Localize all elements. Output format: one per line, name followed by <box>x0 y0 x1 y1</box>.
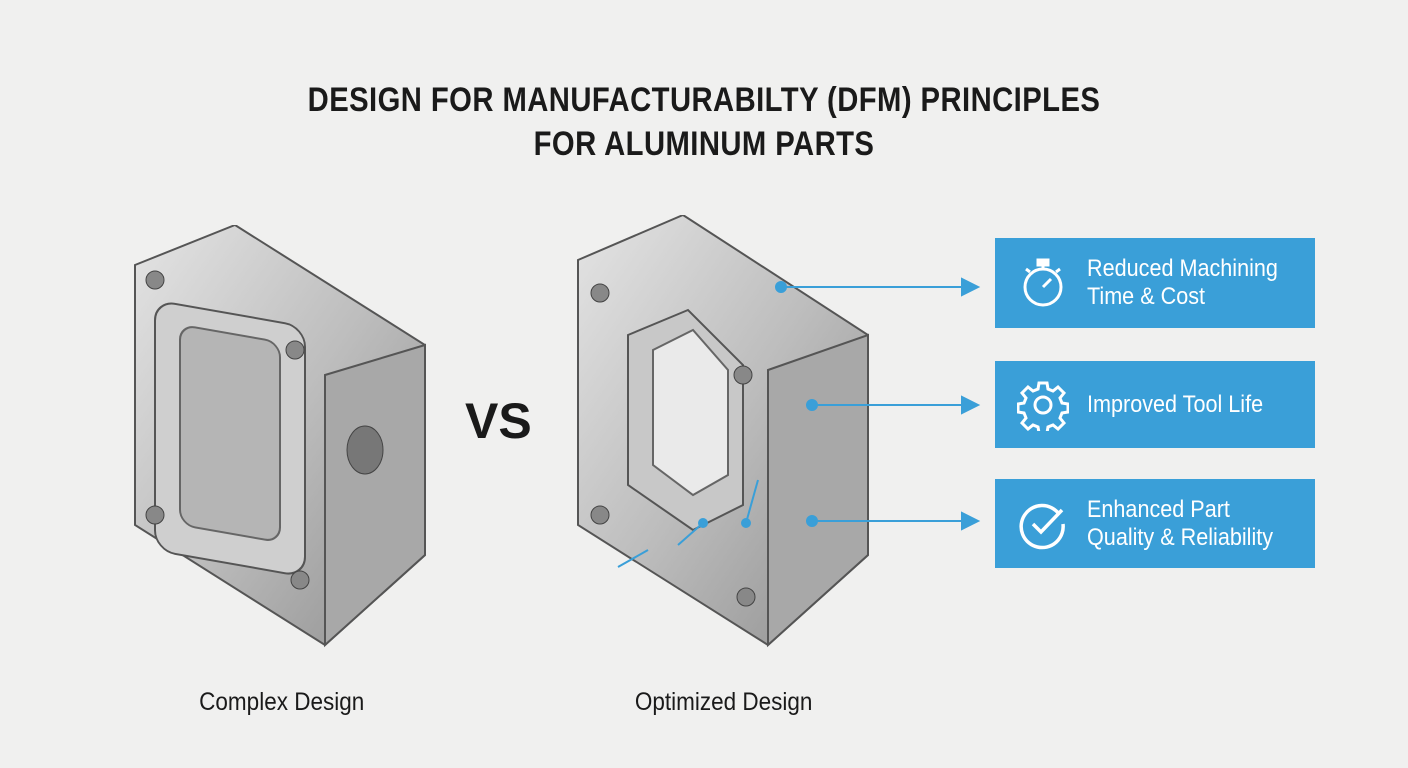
benefit-text: Enhanced Part Quality & Reliability <box>1087 496 1273 552</box>
benefit-card-machining: Reduced Machining Time & Cost <box>995 238 1315 328</box>
benefit-card-quality: Enhanced Part Quality & Reliability <box>995 479 1315 568</box>
benefit-line: Time & Cost <box>1087 283 1206 310</box>
benefit-line: Quality & Reliability <box>1087 523 1274 551</box>
stopwatch-icon <box>1023 258 1063 307</box>
page-title: DESIGN FOR MANUFACTURABILTY (DFM) PRINCI… <box>99 78 1310 166</box>
optimized-design-caption: Optimized Design <box>634 688 813 716</box>
title-line-1: DESIGN FOR MANUFACTURABILTY (DFM) PRINCI… <box>307 81 1101 119</box>
title-line-2: FOR ALUMINUM PARTS <box>533 125 875 163</box>
benefit-text: Improved Tool Life <box>1087 391 1263 419</box>
gear-icon <box>1017 381 1069 431</box>
benefit-line: Reduced Machining <box>1087 255 1278 282</box>
complex-design-caption: Complex Design <box>199 688 365 716</box>
benefit-text: Reduced Machining Time & Cost <box>1087 255 1278 311</box>
benefit-line: Enhanced Part <box>1087 495 1230 523</box>
vs-label: VS <box>465 393 532 449</box>
optimized-design-part-image <box>577 215 869 648</box>
benefit-card-tool-life: Improved Tool Life <box>995 361 1315 448</box>
complex-design-part-image <box>134 225 426 648</box>
check-circle-icon <box>1019 503 1065 549</box>
benefit-line: Improved Tool Life <box>1087 390 1264 418</box>
